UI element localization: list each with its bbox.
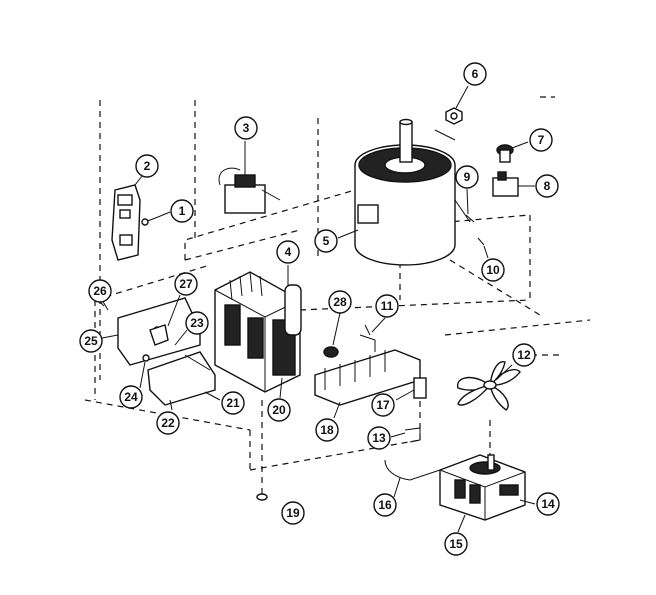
part-27-switch xyxy=(149,324,169,346)
part-11-screw xyxy=(364,324,371,336)
svg-text:9: 9 xyxy=(464,170,471,184)
part-12-fan-blade xyxy=(456,361,521,411)
svg-text:13: 13 xyxy=(372,431,386,445)
part-21-mounting-plate xyxy=(147,351,216,406)
callout-22: 22 xyxy=(156,411,180,435)
leader-lines xyxy=(99,85,536,533)
svg-text:21: 21 xyxy=(226,396,240,410)
callout-4: 4 xyxy=(276,240,300,264)
svg-text:22: 22 xyxy=(161,416,175,430)
part-10-screw xyxy=(477,237,485,246)
part-28-grommet xyxy=(323,346,339,358)
part-13-bracket xyxy=(404,427,421,443)
svg-text:18: 18 xyxy=(320,423,334,437)
svg-text:27: 27 xyxy=(179,277,193,291)
callout-27: 27 xyxy=(174,272,198,296)
svg-text:2: 2 xyxy=(144,159,151,173)
callout-6: 6 xyxy=(463,62,487,86)
svg-text:1: 1 xyxy=(179,204,186,218)
callout-18: 18 xyxy=(315,418,339,442)
part-9-screw xyxy=(465,214,475,223)
svg-text:7: 7 xyxy=(538,133,545,147)
part-14-fan-motor xyxy=(439,454,526,521)
callout-26: 26 xyxy=(88,279,112,303)
callout-19: 19 xyxy=(281,501,305,525)
svg-text:17: 17 xyxy=(376,398,390,412)
callout-14: 14 xyxy=(536,492,560,516)
callout-24: 24 xyxy=(119,385,143,409)
part-2-mounting-bracket xyxy=(111,184,141,261)
svg-text:5: 5 xyxy=(323,234,330,248)
callout-17: 17 xyxy=(371,393,395,417)
callout-3: 3 xyxy=(234,116,258,140)
callout-28: 28 xyxy=(328,290,352,314)
part-5-motor xyxy=(354,118,471,266)
svg-text:23: 23 xyxy=(190,316,204,330)
callout-9: 9 xyxy=(455,165,479,189)
callout-25: 25 xyxy=(79,329,103,353)
callout-12: 12 xyxy=(512,343,536,367)
svg-text:16: 16 xyxy=(378,498,392,512)
part-18-terminal-board xyxy=(314,334,421,406)
part-1-screw xyxy=(141,216,159,226)
callout-8: 8 xyxy=(535,174,559,198)
svg-text:4: 4 xyxy=(285,245,292,259)
callout-23: 23 xyxy=(185,311,209,335)
part-19-screw xyxy=(256,493,268,501)
callout-10: 10 xyxy=(481,258,505,282)
part-16-wire xyxy=(384,459,441,481)
svg-text:14: 14 xyxy=(541,497,555,511)
callout-15: 15 xyxy=(444,532,468,556)
callout-13: 13 xyxy=(367,426,391,450)
svg-text:26: 26 xyxy=(93,284,107,298)
callout-20: 20 xyxy=(267,398,291,422)
part-8-clip xyxy=(492,171,519,197)
callout-16: 16 xyxy=(373,493,397,517)
part-6-nut xyxy=(445,107,463,125)
svg-text:3: 3 xyxy=(243,121,250,135)
callout-7: 7 xyxy=(529,128,553,152)
callout-1: 1 xyxy=(170,199,194,223)
svg-text:6: 6 xyxy=(472,67,479,81)
svg-text:10: 10 xyxy=(486,263,500,277)
svg-text:11: 11 xyxy=(381,299,394,313)
callout-21: 21 xyxy=(221,391,245,415)
svg-text:28: 28 xyxy=(333,295,347,309)
svg-text:20: 20 xyxy=(272,403,286,417)
part-17-bracket xyxy=(413,377,427,399)
callout-2: 2 xyxy=(135,154,159,178)
svg-text:12: 12 xyxy=(517,348,531,362)
part-3-relay xyxy=(218,167,281,214)
callout-5: 5 xyxy=(314,229,338,253)
svg-text:25: 25 xyxy=(84,334,98,348)
callout-11: 11 xyxy=(375,294,399,318)
svg-text:24: 24 xyxy=(124,390,138,404)
part-24-screw xyxy=(142,354,150,362)
part-7-plug xyxy=(496,144,514,163)
part-4-tube xyxy=(284,284,302,336)
svg-text:8: 8 xyxy=(544,179,551,193)
svg-text:15: 15 xyxy=(449,537,463,551)
svg-text:19: 19 xyxy=(286,506,300,520)
